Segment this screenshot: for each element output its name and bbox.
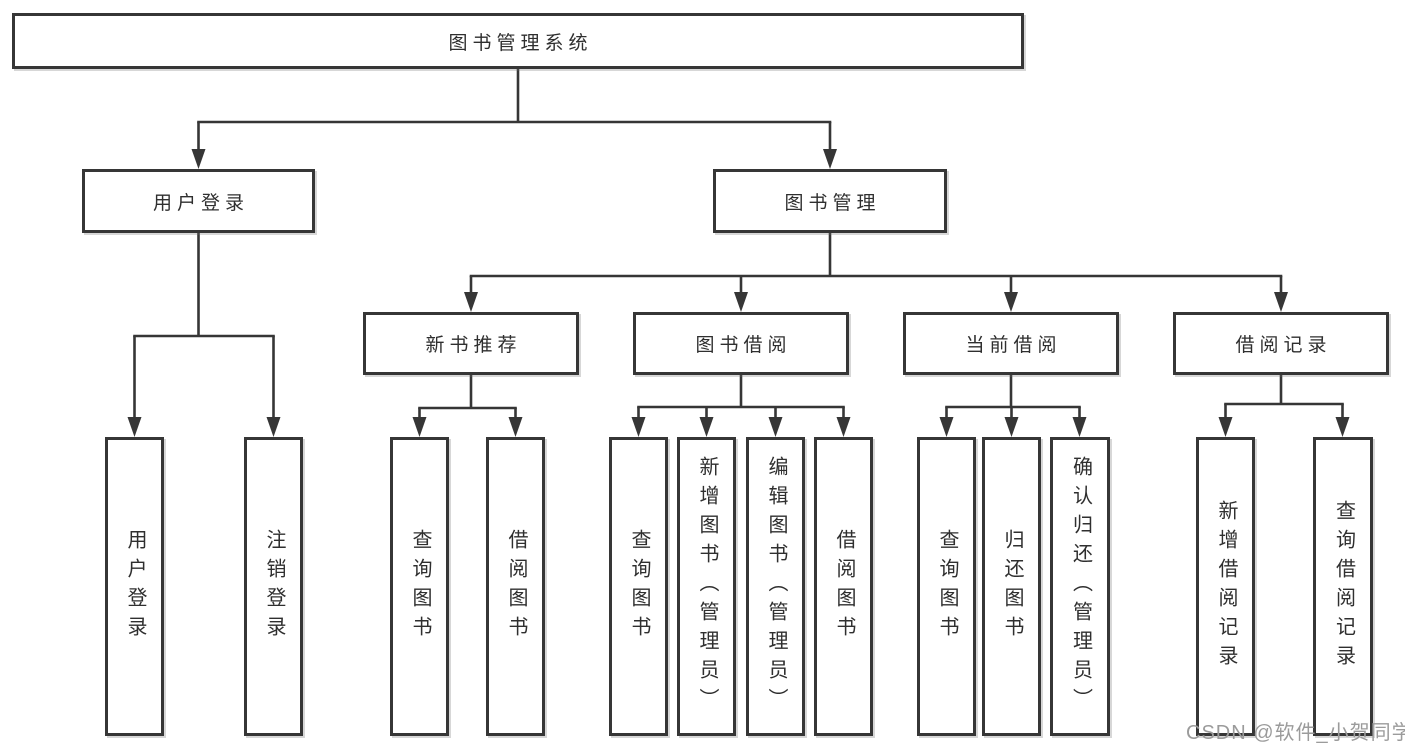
node-cb-query-books-label: 查询图书: [936, 528, 958, 645]
node-user-login-leaf-label: 用户登录: [124, 528, 146, 645]
node-borrow-records: 借阅记录: [1173, 312, 1389, 375]
node-cb-return-books-label: 归还图书: [1001, 528, 1023, 645]
node-borrow-records-label: 借阅记录: [1235, 335, 1332, 356]
node-bb-add-books-admin-label: 新增图书（管理员）: [696, 456, 718, 717]
node-bb-query-books: 查询图书: [609, 437, 668, 736]
node-current-borrow: 当前借阅: [903, 312, 1119, 375]
node-bb-borrow-books-label: 借阅图书: [833, 528, 855, 645]
node-logout-leaf-label: 注销登录: [263, 528, 285, 645]
node-cb-query-books: 查询图书: [917, 437, 976, 736]
node-current-borrow-label: 当前借阅: [965, 335, 1062, 356]
connector-user-login-branch: [127, 233, 281, 437]
node-cb-confirm-return-admin-label: 确认归还（管理员）: [1069, 456, 1092, 717]
node-nbr-borrow-books-label: 借阅图书: [505, 528, 527, 645]
node-bb-edit-books-admin-label: 编辑图书（管理员）: [765, 456, 787, 717]
node-bb-add-books-admin: 新增图书（管理员）: [677, 437, 736, 736]
node-br-query-record: 查询借阅记录: [1313, 437, 1373, 736]
node-book-mgmt-label: 图书管理: [784, 192, 881, 214]
node-root: 图书管理系统: [12, 13, 1024, 69]
node-nbr-borrow-books: 借阅图书: [486, 437, 545, 736]
node-new-book-rec-label: 新书推荐: [425, 335, 522, 356]
node-book-borrow-label: 图书借阅: [695, 335, 792, 356]
connector-book-borrow-branch: [631, 375, 851, 437]
node-user-login: 用户登录: [82, 169, 315, 233]
node-br-query-record-label: 查询借阅记录: [1332, 499, 1355, 674]
node-user-login-label: 用户登录: [152, 192, 249, 214]
node-book-borrow: 图书借阅: [633, 312, 849, 375]
node-nbr-query-books-label: 查询图书: [409, 528, 431, 645]
node-br-add-record: 新增借阅记录: [1196, 437, 1255, 736]
node-user-login-leaf: 用户登录: [105, 437, 164, 736]
node-bb-borrow-books: 借阅图书: [814, 437, 873, 736]
connector-book-mgmt-branch: [464, 233, 1288, 312]
connector-current-borrow-branch: [939, 375, 1087, 437]
csdn-watermark: CSDN @软件_小贺同学: [1186, 722, 1405, 744]
node-cb-confirm-return-admin: 确认归还（管理员）: [1050, 437, 1110, 736]
node-nbr-query-books: 查询图书: [390, 437, 449, 736]
node-logout-leaf: 注销登录: [244, 437, 303, 736]
node-cb-return-books: 归还图书: [982, 437, 1041, 736]
node-br-add-record-label: 新增借阅记录: [1215, 499, 1237, 674]
node-new-book-rec: 新书推荐: [363, 312, 579, 375]
node-book-mgmt: 图书管理: [713, 169, 947, 233]
node-root-label: 图书管理系统: [448, 32, 593, 54]
node-bb-edit-books-admin: 编辑图书（管理员）: [746, 437, 805, 736]
connector-new-book-rec-branch: [412, 375, 523, 437]
connector-root-to-level2: [191, 69, 837, 169]
node-bb-query-books-label: 查询图书: [628, 528, 650, 645]
connector-borrow-records-branch: [1218, 375, 1350, 437]
